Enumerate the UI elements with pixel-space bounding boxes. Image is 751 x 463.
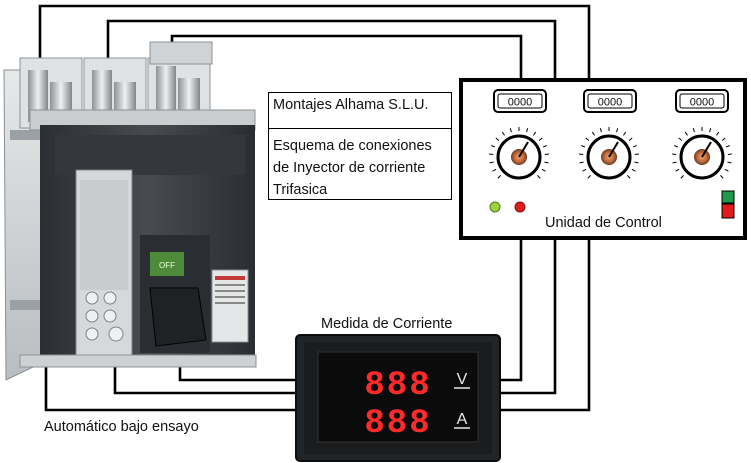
wire-top-phase-1 <box>38 4 591 80</box>
knob-scale-tick <box>725 145 730 148</box>
breaker-handle-window <box>150 252 184 276</box>
wire-meter-to-control-3 <box>490 240 591 412</box>
knob-scale-tick <box>579 161 584 164</box>
red-led <box>514 201 526 213</box>
rating-label <box>211 269 249 343</box>
knob-1[interactable] <box>489 127 549 180</box>
diagram-description: Esquema de conexiones de Inyector de cor… <box>273 138 432 198</box>
meter-screen <box>317 351 479 443</box>
knob-scale-tick <box>538 137 543 141</box>
knob-scale-tick <box>721 137 726 141</box>
terminal-bolts <box>28 66 200 122</box>
breaker-handle-text: OFF <box>159 261 175 270</box>
display-1: 0000 <box>493 89 547 113</box>
knob-scale-tick <box>542 145 547 148</box>
knob-scale-tick <box>616 128 619 133</box>
knob-scale-tick <box>541 168 546 172</box>
green-led <box>489 201 501 213</box>
knob-scale-tick <box>631 168 636 172</box>
breaker-handle <box>149 287 207 347</box>
display-3: 0000 <box>675 89 729 113</box>
display-2: 0000 <box>583 89 637 113</box>
knob-scale-tick <box>491 145 496 148</box>
knob-scale-tick <box>591 131 595 136</box>
circuit-breaker: OFF <box>3 41 257 381</box>
company-name: Montajes Alhama S.L.U. <box>273 97 429 113</box>
breaker-label: Automático bajo ensayo <box>44 419 199 435</box>
knob-scale-tick <box>727 161 732 164</box>
knob-scale-tick <box>675 168 680 172</box>
knob-scale-tick <box>544 161 549 164</box>
knob-scale-tick <box>495 137 500 141</box>
knob-3[interactable] <box>672 127 732 180</box>
knob-scale-tick <box>672 161 677 164</box>
knob-scale-tick <box>585 137 590 141</box>
knob-scale-tick <box>581 145 586 148</box>
knob-scale-tick <box>678 137 683 141</box>
knob-scale-tick <box>674 145 679 148</box>
wire-top-phase-3 <box>170 34 523 80</box>
wire-top-phase-2 <box>106 19 557 80</box>
knob-scale-tick <box>509 128 512 133</box>
title-block: Montajes Alhama S.L.U. Esquema de conexi… <box>268 92 452 200</box>
knob-scale-tick <box>526 128 529 133</box>
stop-button[interactable] <box>721 203 735 219</box>
control-unit-label: Unidad de Control <box>545 215 662 231</box>
wire-bottom-phase-1 <box>44 360 305 412</box>
display-2-value: 0000 <box>598 97 622 109</box>
control-unit: 0000 0000 0000 <box>459 78 747 240</box>
knob-scale-tick <box>716 131 720 136</box>
knob-scale-tick <box>684 131 688 136</box>
display-1-value: 0000 <box>508 97 532 109</box>
knob-scale-tick <box>724 168 729 172</box>
knob-scale-tick <box>582 168 587 172</box>
meter-label: Medida de Corriente <box>321 316 453 332</box>
knob-2[interactable] <box>579 127 639 180</box>
current-unit: A <box>457 411 468 428</box>
start-stop-buttons[interactable] <box>721 190 735 219</box>
knob-scale-tick <box>599 128 602 133</box>
voltage-unit: V <box>457 371 468 388</box>
knob-scale-tick <box>720 175 724 179</box>
title-divider <box>269 128 451 129</box>
knob-scale-tick <box>623 131 627 136</box>
knob-scale-tick <box>709 128 712 133</box>
knob-scale-tick <box>587 175 591 179</box>
knob-scale-tick <box>680 175 684 179</box>
current-meter: 888 888 V A <box>295 334 501 462</box>
knob-scale-tick <box>632 145 637 148</box>
knob-scale-tick <box>497 175 501 179</box>
knob-scale-tick <box>537 175 541 179</box>
knob-scale-tick <box>628 137 633 141</box>
wire-bottom-phase-2 <box>113 355 305 395</box>
display-3-value: 0000 <box>690 97 714 109</box>
knob-scale-tick <box>692 128 695 133</box>
current-reading: 888 <box>364 405 431 443</box>
start-button[interactable] <box>721 190 735 204</box>
trip-unit-dials <box>85 291 124 342</box>
knob-scale-tick <box>634 161 639 164</box>
knob-scale-tick <box>533 131 537 136</box>
knob-scale-tick <box>489 161 494 164</box>
knob-scale-tick <box>627 175 631 179</box>
voltage-reading: 888 <box>364 367 431 405</box>
knob-scale-tick <box>501 131 505 136</box>
knob-scale-tick <box>492 168 497 172</box>
